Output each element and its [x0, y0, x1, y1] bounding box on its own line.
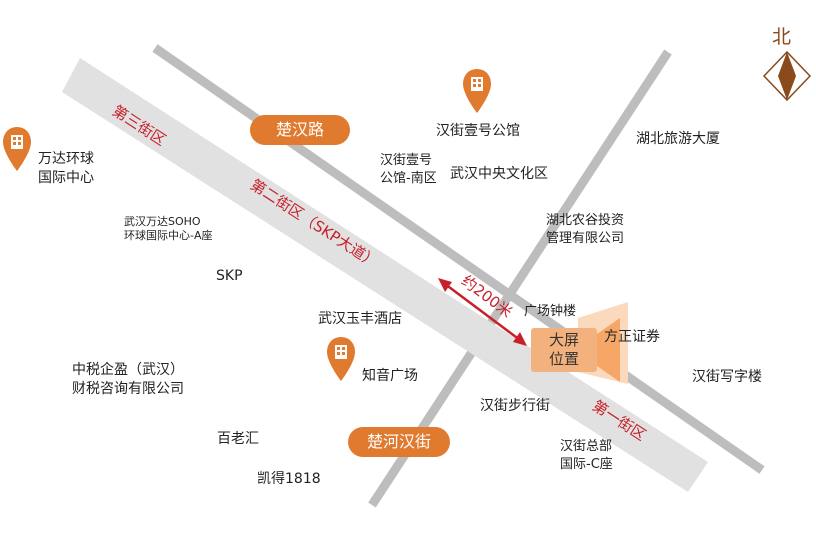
building-pin-icon: [327, 337, 355, 381]
screen-location: 大屏 位置: [531, 328, 597, 372]
place-clock-tower: 广场钟楼: [524, 304, 577, 319]
place-central-culture: 武汉中央文化区: [450, 166, 548, 182]
building-pin-icon: [463, 69, 491, 113]
place-zhongshui: 中税企盈（武汉） 财税咨询有限公司: [72, 362, 184, 397]
place-hanjie-1-south: 汉街壹号 公馆-南区: [380, 153, 437, 186]
road-label-chuhe-hanjie: 楚河汉街: [348, 427, 450, 457]
compass-label: 北: [772, 26, 792, 48]
distance-arrow-head-start: [438, 278, 452, 292]
place-bailaohui: 百老汇: [217, 431, 259, 447]
screen-arrow-icon: [574, 318, 620, 382]
place-hubei-agri: 湖北农谷投资 管理有限公司: [546, 213, 625, 246]
place-hanjie-1: 汉街壹号公馆: [436, 123, 520, 139]
street-band: [62, 58, 708, 492]
building-pin-icon: [3, 127, 31, 171]
place-yufeng-hotel: 武汉玉丰酒店: [318, 311, 402, 327]
place-kaide: 凯得1818: [257, 471, 321, 487]
place-pedestrian: 汉街步行街: [480, 398, 550, 414]
place-founder: 方正证券: [604, 329, 660, 345]
place-hanjie-office: 汉街写字楼: [692, 369, 762, 385]
road-label-chuhan: 楚汉路: [250, 115, 350, 145]
distance-arrow-line: [444, 282, 521, 342]
place-wanda-soho: 武汉万达SOHO 环球国际中心-A座: [124, 215, 213, 242]
place-wanda-center: 万达环球 国际中心: [38, 151, 94, 186]
compass-north-arrow-icon: [762, 50, 812, 102]
distance-arrow-head-end: [513, 332, 527, 346]
place-hubei-tourism: 湖北旅游大厦: [636, 131, 720, 147]
place-skp: SKP: [216, 268, 243, 284]
place-hq-c: 汉街总部 国际-C座: [560, 439, 613, 472]
place-zhiyin: 知音广场: [362, 368, 418, 384]
road-line-1: [152, 44, 765, 474]
